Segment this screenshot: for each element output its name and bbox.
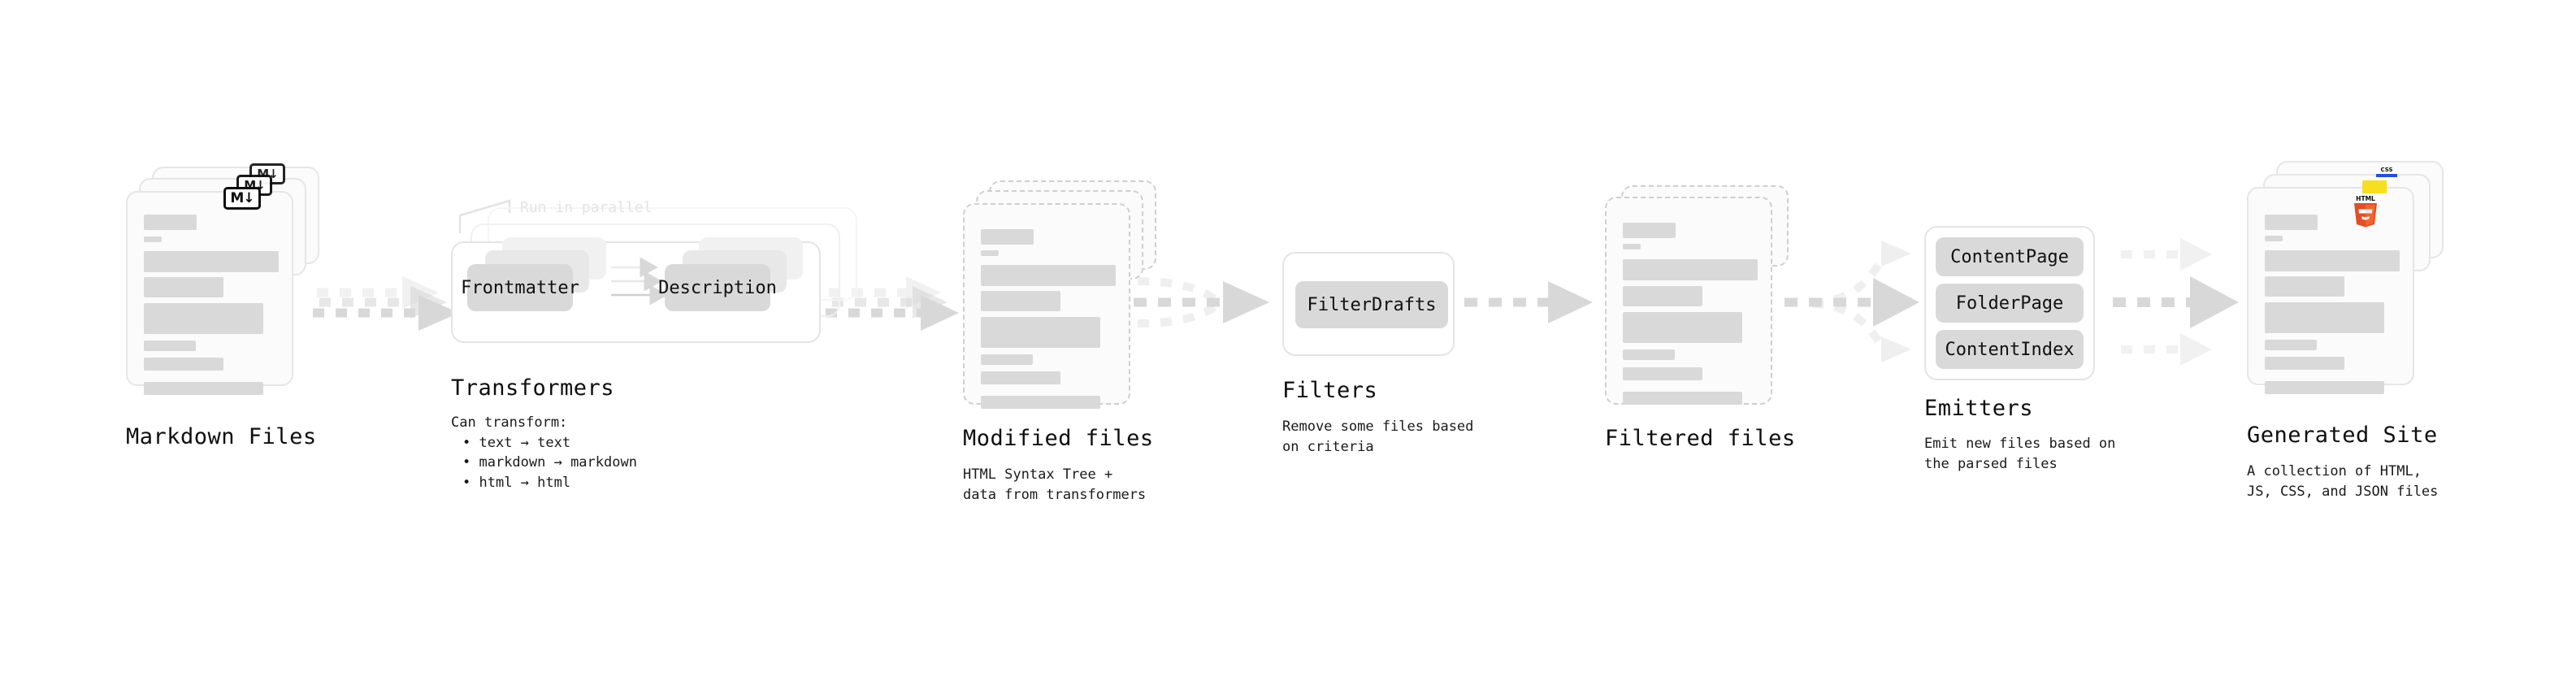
- emitter-pill-contentindex[interactable]: ContentIndex: [1936, 330, 2084, 369]
- content-bar: [144, 382, 263, 395]
- content-bar: [1623, 349, 1675, 360]
- content-bar: [2265, 276, 2344, 297]
- content-bar: [2265, 302, 2384, 333]
- content-bar: [981, 291, 1060, 311]
- content-bar: [2265, 357, 2344, 370]
- js-icon: [2362, 180, 2387, 193]
- content-bar: [1623, 367, 1702, 380]
- content-bar: [981, 371, 1060, 384]
- content-bar: [981, 265, 1116, 286]
- css3-icon-label: CSS: [2380, 167, 2393, 173]
- content-bar: [1623, 244, 1641, 249]
- run-in-parallel-label: Run in parallel: [520, 199, 653, 216]
- emitter-pill-label: FolderPage: [1955, 293, 2064, 314]
- arrow-modified-to-filters: [1134, 277, 1269, 327]
- stage-title-filtered-files: Filtered files: [1605, 426, 1796, 451]
- transformers-inner-arrows: [611, 257, 668, 306]
- content-bar: [144, 277, 223, 297]
- content-bar: [2265, 250, 2400, 271]
- content-bar: [981, 229, 1034, 245]
- transformers-note-lead: Can transform:: [451, 414, 568, 431]
- markdown-card-content: [128, 193, 292, 395]
- content-bar: [1623, 312, 1742, 343]
- transformers-note-item: html → html: [462, 473, 637, 493]
- content-bar: [981, 317, 1100, 348]
- stage-title-modified-files: Modified files: [963, 426, 1154, 451]
- css3-icon-bar: [2376, 174, 2397, 177]
- content-bar: [144, 236, 162, 242]
- stage-title-emitters: Emitters: [1924, 396, 2034, 421]
- filter-pill-label: FilterDrafts: [1307, 294, 1437, 315]
- filtered-card-front: [1605, 197, 1772, 405]
- content-bar: [981, 250, 999, 256]
- emitter-pill-label: ContentIndex: [1945, 339, 2075, 360]
- transformers-note: Can transform: text → text markdown → ma…: [451, 413, 637, 493]
- html5-icon: HTML: [2354, 195, 2377, 228]
- site-card-front: [2247, 187, 2414, 394]
- markdown-icon-arrow: ↓: [243, 189, 254, 206]
- transformers-note-list: text → text markdown → markdown html → h…: [451, 433, 637, 493]
- content-bar: [144, 340, 196, 351]
- site-card-content: [2249, 189, 2413, 394]
- emitter-pill-label: ContentPage: [1950, 246, 2069, 267]
- css3-icon: CSS: [2376, 167, 2397, 179]
- markdown-icon: M↓: [223, 187, 261, 210]
- arrow-filters-to-filtered: [1464, 281, 1593, 323]
- content-bar: [1623, 259, 1758, 280]
- content-bar: [2265, 340, 2317, 350]
- emitter-pill-folderpage[interactable]: FolderPage: [1936, 284, 2084, 323]
- transformer-pill-frontmatter[interactable]: Frontmatter: [461, 264, 579, 311]
- stage-subtitle-generated-site: A collection of HTML, JS, CSS, and JSON …: [2247, 463, 2439, 500]
- emitter-pill-contentpage[interactable]: ContentPage: [1936, 237, 2084, 276]
- stage-subtitle-emitters: Emit new files based on the parsed files: [1924, 436, 2116, 472]
- content-bar: [981, 354, 1033, 365]
- content-bar: [1623, 223, 1676, 238]
- content-bar: [981, 396, 1100, 409]
- markdown-icon-m: M: [230, 189, 244, 206]
- content-bar: [144, 303, 263, 334]
- content-bar: [144, 358, 223, 371]
- content-bar: [2265, 381, 2384, 394]
- arrow-markdown-to-transformers: [313, 276, 459, 331]
- stage-title-markdown-files: Markdown Files: [126, 424, 317, 449]
- transformers-note-item: markdown → markdown: [462, 453, 636, 473]
- stage-title-filters: Filters: [1282, 378, 1378, 403]
- filter-pill-filterdrafts[interactable]: FilterDrafts: [1295, 281, 1448, 328]
- content-bar: [2265, 236, 2283, 241]
- transformer-pill-description[interactable]: Description: [658, 264, 777, 311]
- html5-icon-label: HTML: [2356, 195, 2375, 202]
- markdown-card-front: [126, 191, 293, 395]
- content-bar: [144, 215, 197, 230]
- content-bar: [2265, 215, 2318, 230]
- modified-card-content: [965, 205, 1129, 409]
- transformers-note-item: text → text: [462, 433, 637, 453]
- arrow-filtered-to-emitters: [1785, 241, 1919, 362]
- stage-title-generated-site: Generated Site: [2247, 423, 2438, 448]
- content-bar: [144, 251, 279, 272]
- stage-subtitle-modified-files: HTML Syntax Tree + data from transformer…: [963, 466, 1147, 503]
- transformer-pill-label: Description: [658, 277, 777, 298]
- stage-subtitle-filters: Remove some files based on criteria: [1282, 419, 1474, 455]
- transformer-pill-label: Frontmatter: [461, 277, 579, 298]
- stage-title-transformers: Transformers: [451, 375, 615, 401]
- content-bar: [1623, 286, 1702, 306]
- filtered-card-content: [1607, 198, 1771, 405]
- content-bar: [1623, 392, 1742, 405]
- arrow-emitters-to-site: [2113, 238, 2239, 366]
- modified-card-front: [963, 203, 1130, 409]
